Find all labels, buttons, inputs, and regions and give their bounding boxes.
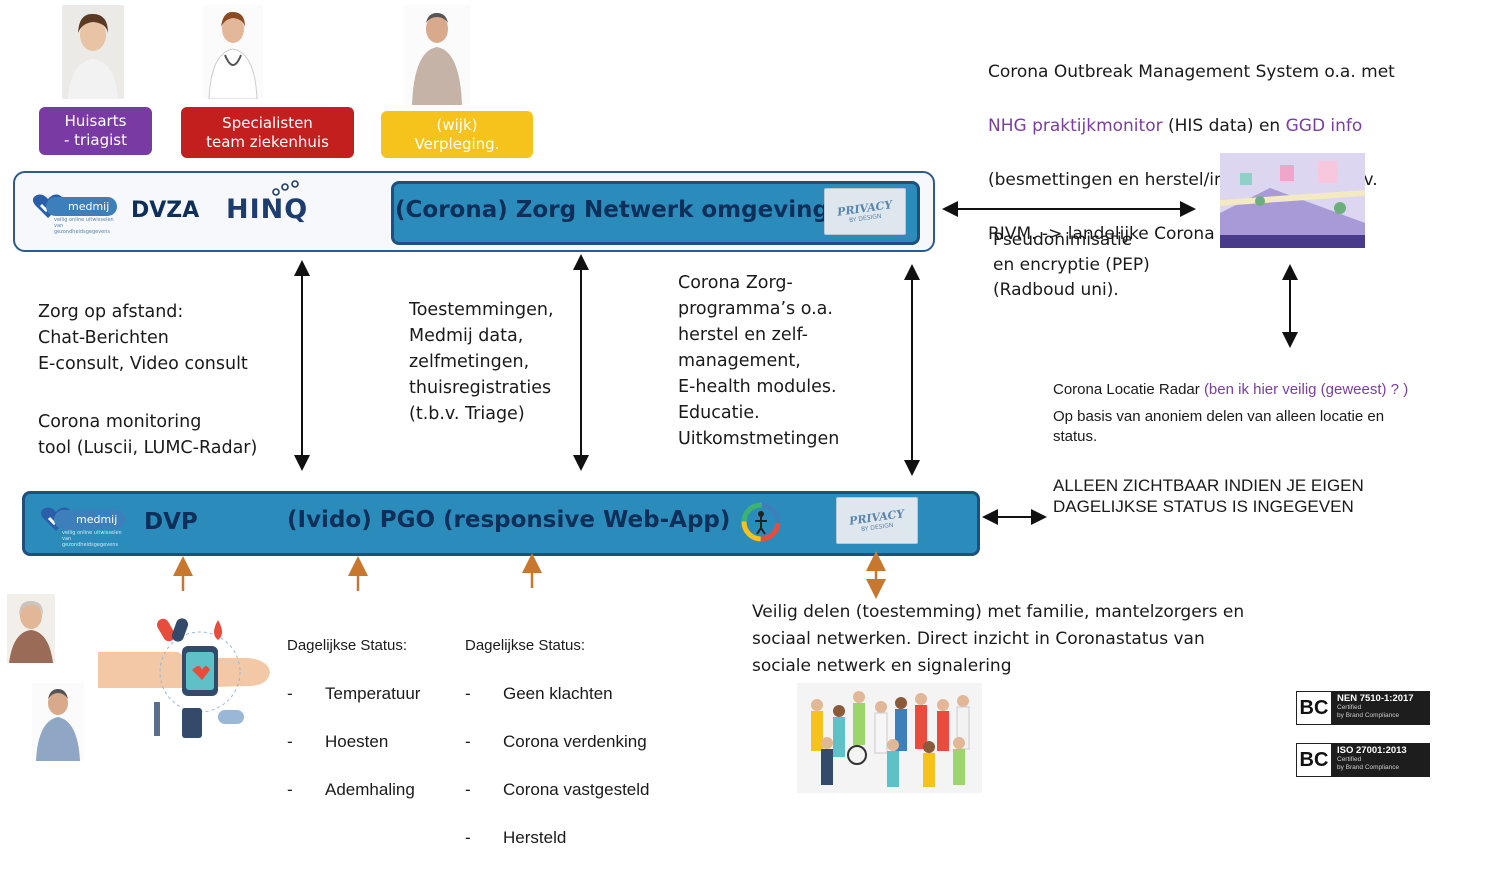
status2-item: -Corona verdenking	[465, 732, 647, 751]
ggd-link-text: GGD info	[1285, 116, 1363, 136]
outbreak-line1: Corona Outbreak Management System o.a. m…	[988, 62, 1395, 82]
radar-question: (ben ik hier veilig (geweest) ? )	[1203, 381, 1409, 398]
outbreak-line2: NHG praktijkmonitor (HIS data) en GGD in…	[988, 113, 1395, 140]
status2-block: Dagelijkse Status: -Geen klachten -Coron…	[465, 610, 649, 874]
status1-item: -Hoesten	[287, 732, 389, 751]
status1-item-label: Ademhaling	[325, 780, 415, 799]
radar-description: Op basis van anoniem delen van alleen lo…	[1053, 408, 1385, 445]
privacy-badge-bottom: PRIVACY BY DESIGN	[836, 497, 918, 544]
status2-item: -Geen klachten	[465, 684, 613, 703]
medmij-word: medmij	[46, 196, 118, 216]
cert-name: NEN 7510-1:2017	[1337, 693, 1414, 704]
man-photo	[32, 683, 84, 761]
status2-item-label: Corona vastgesteld	[503, 780, 650, 799]
toestemmingen-text: Toestemmingen, Medmij data, zelfmetingen…	[409, 300, 554, 424]
share-text: Veilig delen (toestemming) met familie, …	[752, 602, 1245, 676]
wearable-illustration	[98, 612, 274, 746]
status1-block: Dagelijkse Status: -Temperatuur -Hoesten…	[287, 610, 420, 826]
status2-item-label: Geen klachten	[503, 684, 613, 703]
hinq-dots-icon	[272, 180, 299, 196]
pgo-title: (Ivido) PGO (responsive Web-App)	[287, 507, 731, 533]
outbreak-text: Corona Outbreak Management System o.a. m…	[988, 32, 1395, 275]
role-huisarts: Huisarts - triagist	[39, 107, 152, 155]
medmij-tagline: veilig online uitwisselen van gezondheid…	[62, 530, 122, 548]
radar-title: Corona Locatie Radar (ben ik hier veilig…	[1053, 363, 1408, 399]
radar-title-text: Corona Locatie Radar	[1053, 381, 1204, 398]
medmij-word: medmij	[54, 509, 126, 529]
dvza-label: DVZA	[131, 198, 200, 223]
connector-arrows	[173, 201, 1298, 599]
status2-title: Dagelijkse Status:	[465, 637, 586, 654]
role-specialisten: Specialisten team ziekenhuis	[181, 107, 354, 158]
outbreak-illustration	[1220, 153, 1365, 248]
pep-text: Pseudonimisatie en encryptie (PEP) (Radb…	[993, 230, 1150, 300]
specialist-photo	[203, 5, 263, 99]
huisarts-photo	[62, 5, 124, 99]
social-network-illustration	[797, 683, 982, 793]
bc-logo: BC	[1296, 691, 1332, 725]
dvp-label: DVP	[144, 509, 198, 535]
ivido-ring-icon	[741, 502, 781, 542]
hinq-logo: HINQ	[226, 180, 309, 225]
zorgprogramma-text: Corona Zorg- programma’s o.a. herstel en…	[678, 273, 840, 449]
medmij-logo-bottom: medmij veilig online uitwisselen van gez…	[40, 506, 126, 548]
medmij-tagline: veilig online uitwisselen van gezondheid…	[54, 217, 114, 235]
cert-sub: Certified by Brand Compliance	[1337, 704, 1400, 719]
status2-item-label: Corona verdenking	[503, 732, 647, 751]
privacy-badge-top: PRIVACY BY DESIGN	[824, 188, 906, 235]
nurse-photo	[404, 5, 470, 105]
corona-monitoring-text: Corona monitoring tool (Luscii, LUMC-Rad…	[38, 412, 258, 458]
status2-item: -Corona vastgesteld	[465, 780, 650, 799]
radar-visibility-note: ALLEEN ZICHTBAAR INDIEN JE EIGEN DAGELIJ…	[1053, 476, 1364, 516]
cert-sub: Certified by Brand Compliance	[1337, 756, 1400, 771]
bc-logo: BC	[1296, 743, 1332, 777]
zorg-op-afstand-text: Zorg op afstand: Chat-Berichten E-consul…	[38, 302, 248, 374]
outbreak-mid: (HIS data) en	[1162, 116, 1286, 136]
status2-item-label: Hersteld	[503, 828, 567, 847]
status1-item: -Temperatuur	[287, 684, 421, 703]
status1-item: -Ademhaling	[287, 780, 415, 799]
elderly-woman-photo	[7, 594, 55, 663]
role-verpleging: (wijk) Verpleging.	[381, 111, 533, 158]
status1-title: Dagelijkse Status:	[287, 637, 408, 654]
nhg-link-text: NHG praktijkmonitor	[988, 116, 1163, 136]
zorg-netwerk-title: (Corona) Zorg Netwerk omgeving	[395, 197, 829, 223]
status2-item: -Hersteld	[465, 828, 567, 847]
medmij-logo-top: medmij veilig online uitwisselen van gez…	[32, 193, 118, 235]
status1-item-label: Hoesten	[325, 732, 389, 751]
cert-name: ISO 27001:2013	[1337, 745, 1407, 756]
status1-item-label: Temperatuur	[325, 684, 421, 703]
pgo-bar	[22, 491, 980, 556]
hinq-label: HINQ	[226, 194, 309, 225]
